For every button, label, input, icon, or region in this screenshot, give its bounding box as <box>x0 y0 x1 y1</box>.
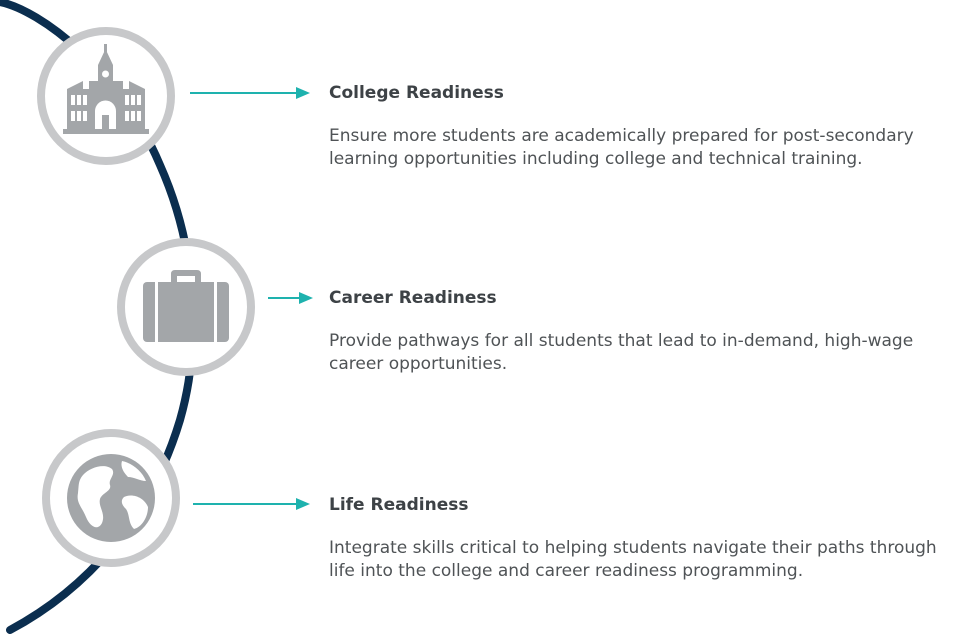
college-readiness-block: College Readiness Ensure more students a… <box>329 82 957 171</box>
career-icon-circle <box>117 238 255 376</box>
career-readiness-description: Provide pathways for all students that l… <box>329 331 914 374</box>
college-readiness-description: Ensure more students are academically pr… <box>329 126 914 169</box>
college-arrow <box>190 86 310 100</box>
briefcase-icon <box>143 270 229 342</box>
life-readiness-block: Life Readiness Integrate skills critical… <box>329 494 957 583</box>
career-readiness-title: Career Readiness <box>329 288 497 308</box>
college-building-icon <box>63 44 149 134</box>
life-readiness-description: Integrate skills critical to helping stu… <box>329 538 937 581</box>
life-icon-circle <box>42 429 180 567</box>
life-arrow <box>193 497 310 511</box>
career-readiness-block: Career Readiness Provide pathways for al… <box>329 287 957 376</box>
career-arrow <box>268 291 313 305</box>
life-readiness-title: Life Readiness <box>329 495 469 515</box>
college-icon-circle <box>37 27 175 165</box>
college-readiness-title: College Readiness <box>329 83 504 103</box>
globe-icon <box>67 454 155 542</box>
